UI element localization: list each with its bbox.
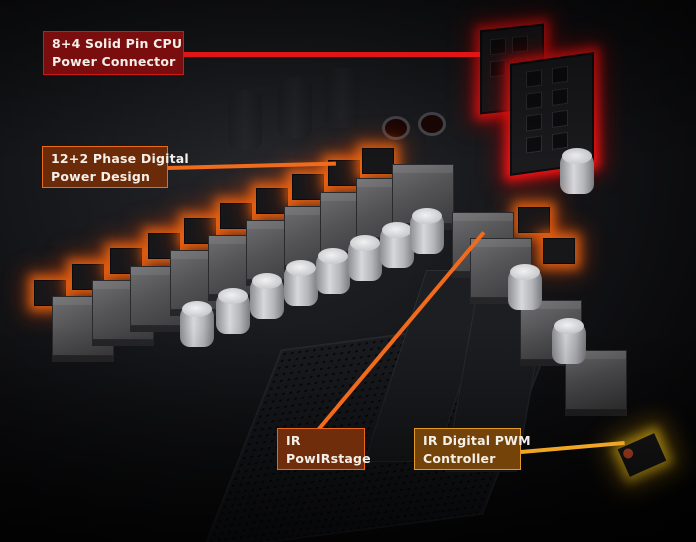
callout-line: IR (286, 433, 301, 448)
callout-line: 8+4 Solid Pin CPU (52, 36, 183, 51)
callout-line: Power Connector (52, 54, 176, 69)
callout-line: PowIRstage (286, 451, 371, 466)
callout-cpu-power-connector: 8+4 Solid Pin CPU Power Connector (43, 31, 184, 75)
callout-line: Power Design (51, 169, 151, 184)
callout-ir-digital-pwm-controller: IR Digital PWM Controller (414, 428, 531, 470)
callout-ir-powirstage: IR PowIRstage (277, 428, 371, 470)
callout-line: Controller (423, 451, 496, 466)
callout-line: IR Digital PWM (423, 433, 531, 448)
callout-phase-power-design: 12+2 Phase Digital Power Design (42, 146, 189, 188)
cpu-callout-leader-line (184, 52, 480, 57)
callout-line: 12+2 Phase Digital (51, 151, 189, 166)
